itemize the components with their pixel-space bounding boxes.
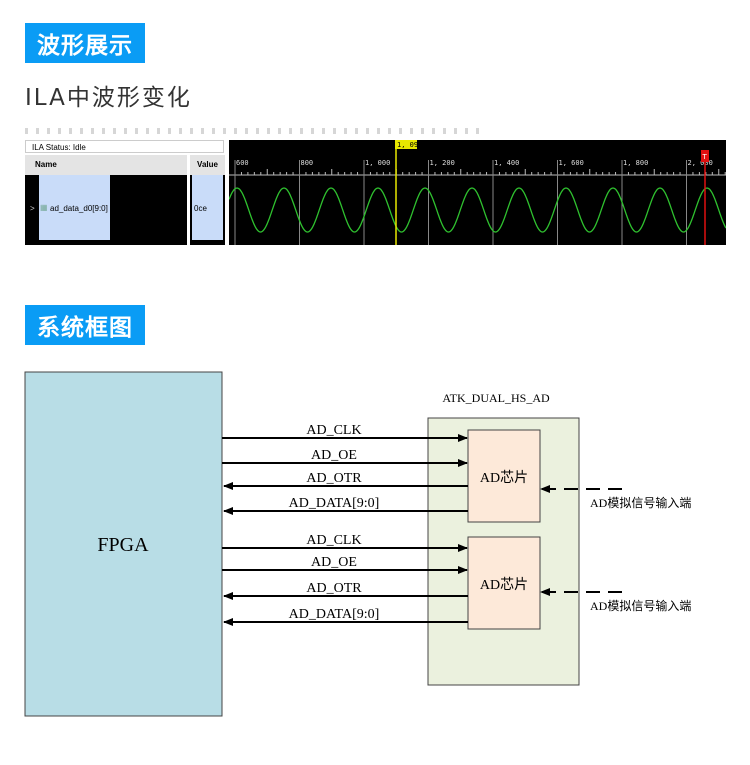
waveform-section-title: 波形展示 — [25, 23, 145, 63]
signal-name-row[interactable]: > ▦ ad_data_d0[9:0] — [25, 175, 187, 245]
module-block — [427, 417, 580, 686]
ruler-label: 1, 000 — [365, 159, 390, 167]
analog-input-label: AD模拟信号输入端 — [590, 495, 691, 510]
signal-value: 0ce — [194, 204, 207, 213]
signal-selection — [39, 175, 110, 240]
ad-chip-1 — [467, 429, 541, 523]
ruler-label: 1, 800 — [623, 159, 648, 167]
name-column-header[interactable]: Name — [25, 155, 187, 175]
ila-toolbar — [25, 128, 480, 134]
expand-icon[interactable]: > — [30, 204, 35, 213]
signal-label: AD_OTR — [306, 471, 362, 486]
ruler-label: 1, 600 — [559, 159, 584, 167]
waveform-subtitle: ILA中波形变化 — [25, 85, 192, 111]
ruler-label: 800 — [301, 159, 314, 167]
ila-status: ILA Status: Idle — [25, 140, 224, 153]
ruler-label: 1, 400 — [494, 159, 519, 167]
signal-value-row: 0ce — [190, 175, 225, 245]
ila-waveform-panel: ILA Status: Idle Name Value > ▦ ad_data_… — [25, 140, 726, 245]
diagram-section-title: 系统框图 — [25, 305, 145, 345]
ad-chip-label: AD芯片 — [480, 470, 528, 486]
ruler-label: 1, 200 — [430, 159, 455, 167]
cursor-label-box — [395, 140, 417, 149]
trigger-label: T — [702, 153, 708, 161]
fpga-label: FPGA — [97, 534, 149, 556]
ad-chip-2 — [467, 536, 541, 630]
signal-label: AD_OE — [311, 448, 357, 463]
signal-name: ad_data_d0[9:0] — [50, 204, 108, 213]
analog-input-label: AD模拟信号输入端 — [590, 598, 691, 613]
bus-icon: ▦ — [40, 203, 48, 212]
trigger-marker — [701, 150, 709, 162]
waveform-view[interactable]: 600 800 1, 000 1, 200 1, 400 1, 600 1, 800 2, 0… — [229, 140, 726, 245]
signal-label: AD_OE — [311, 555, 357, 570]
module-label: ATK_DUAL_HS_AD — [442, 391, 550, 405]
signal-label: AD_CLK — [306, 533, 361, 548]
ruler-label: 2, 000 — [688, 159, 713, 167]
value-column-header[interactable]: Value — [190, 155, 225, 175]
fpga-block — [24, 371, 223, 717]
signal-waveform — [229, 187, 726, 233]
signal-label: AD_CLK — [306, 423, 361, 438]
ad-chip-label: AD芯片 — [480, 577, 528, 593]
signal-label: AD_DATA[9:0] — [289, 607, 380, 622]
signal-label: AD_DATA[9:0] — [289, 496, 380, 511]
ruler-label: 600 — [236, 159, 249, 167]
signal-label: AD_OTR — [306, 581, 362, 596]
cursor-label: 1, 091 — [397, 141, 422, 149]
